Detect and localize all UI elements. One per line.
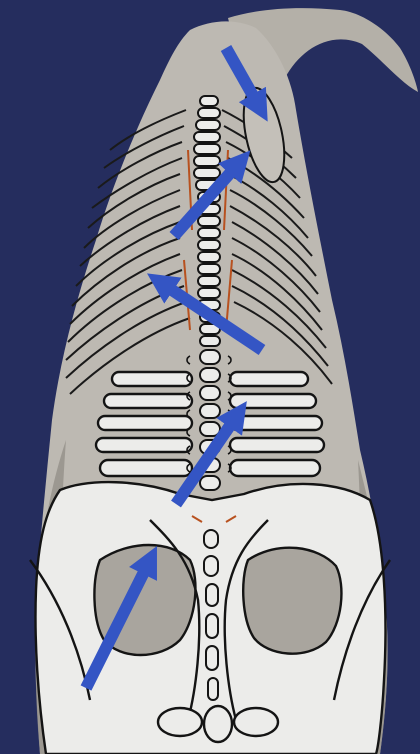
- hip-joints: [158, 706, 278, 742]
- pelvic-wing-right: [243, 548, 341, 654]
